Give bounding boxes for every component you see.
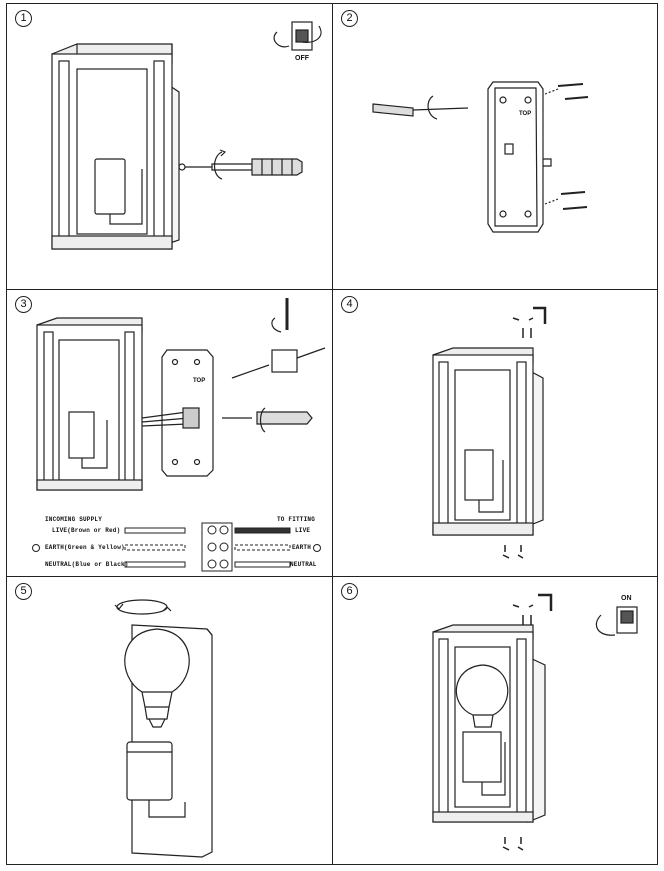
step-5-number: 5 <box>15 583 32 600</box>
step-5-illustration <box>114 599 213 858</box>
earth-in-label: EARTH(Green & Yellow) <box>45 544 125 551</box>
switch-on-label: ON <box>621 595 632 602</box>
neutral-in-label: NEUTRAL(Blue or Black) <box>45 561 129 568</box>
step-6-illustration <box>432 593 638 851</box>
step-1-panel: 1 <box>7 4 332 289</box>
step-1-illustration <box>51 21 322 250</box>
step-6-panel: 6 <box>333 577 658 865</box>
incoming-supply-label: INCOMING SUPPLY <box>45 516 103 523</box>
step-3-number: 3 <box>15 296 32 313</box>
step-2-illustration <box>372 81 589 233</box>
step-2-number: 2 <box>341 10 358 27</box>
step-6-number: 6 <box>341 583 358 600</box>
step-4-number: 4 <box>341 296 358 313</box>
step-1-number: 1 <box>15 10 32 27</box>
grid-divider-row-1 <box>7 289 657 290</box>
grid-divider-vertical <box>332 4 333 864</box>
neutral-out-label: NEUTRAL <box>290 561 317 568</box>
to-fitting-label: TO FITTING <box>277 516 316 523</box>
live-out-label: LIVE <box>295 527 311 534</box>
switch-off-label: OFF <box>295 55 309 62</box>
step-2-panel: 2 <box>333 4 658 289</box>
step-3-illustration <box>32 298 326 572</box>
instruction-grid: 1 <box>6 3 658 865</box>
step-4-illustration <box>432 306 547 559</box>
earth-out-label: EARTH <box>292 544 312 551</box>
grid-divider-row-2 <box>7 576 657 577</box>
plate-top-mark: TOP <box>193 378 206 384</box>
step-5-panel: 5 <box>7 577 332 865</box>
step-3-panel: 3 <box>7 290 332 576</box>
plate-top-mark: TOP <box>519 111 532 117</box>
step-4-panel: 4 <box>333 290 658 576</box>
live-in-label: LIVE(Brown or Red) <box>52 527 121 534</box>
